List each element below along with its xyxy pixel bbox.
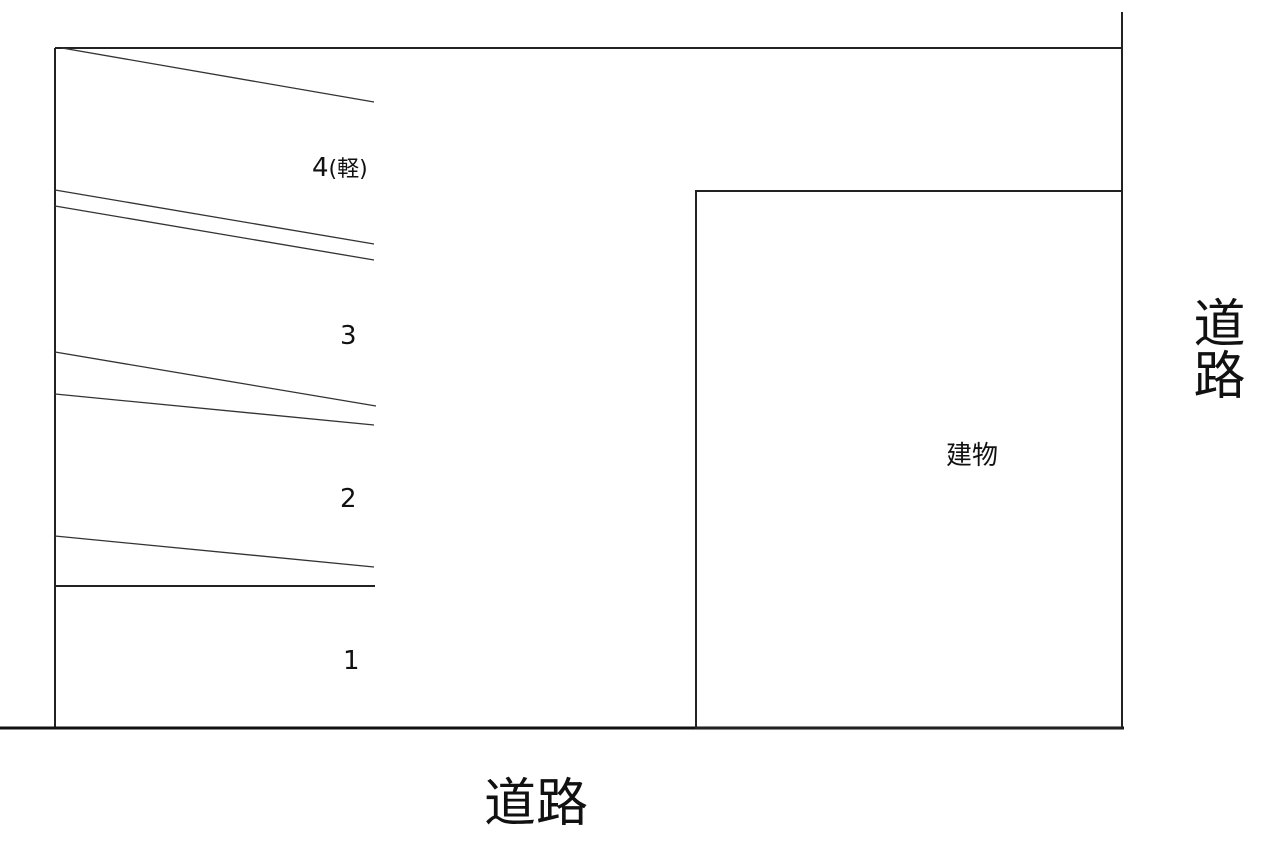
parking-slot-2-label: 2 (340, 484, 357, 514)
building-label: 建物 (946, 441, 999, 471)
stall-3-top-line (54, 205, 375, 261)
parking-slot-3-label: 3 (340, 321, 357, 351)
stall-4-top-line (61, 47, 375, 103)
stall-2-top-line (54, 393, 375, 426)
road-label-right: 道路 (1184, 296, 1244, 400)
parking-slot-1-label: 1 (343, 646, 360, 676)
stall-4-bottom-line (54, 189, 375, 245)
slot-4-kei-note: (軽) (328, 157, 368, 182)
building-outline (695, 190, 1123, 729)
slot-4-number: 4 (312, 153, 329, 183)
road-label-bottom: 道路 (484, 774, 589, 834)
stall-3-bottom-line (54, 351, 377, 407)
parking-slot-4-label: 4(軽) (312, 155, 368, 181)
parking-stall-lines (54, 47, 377, 568)
stall-2-bottom-line (54, 535, 375, 568)
